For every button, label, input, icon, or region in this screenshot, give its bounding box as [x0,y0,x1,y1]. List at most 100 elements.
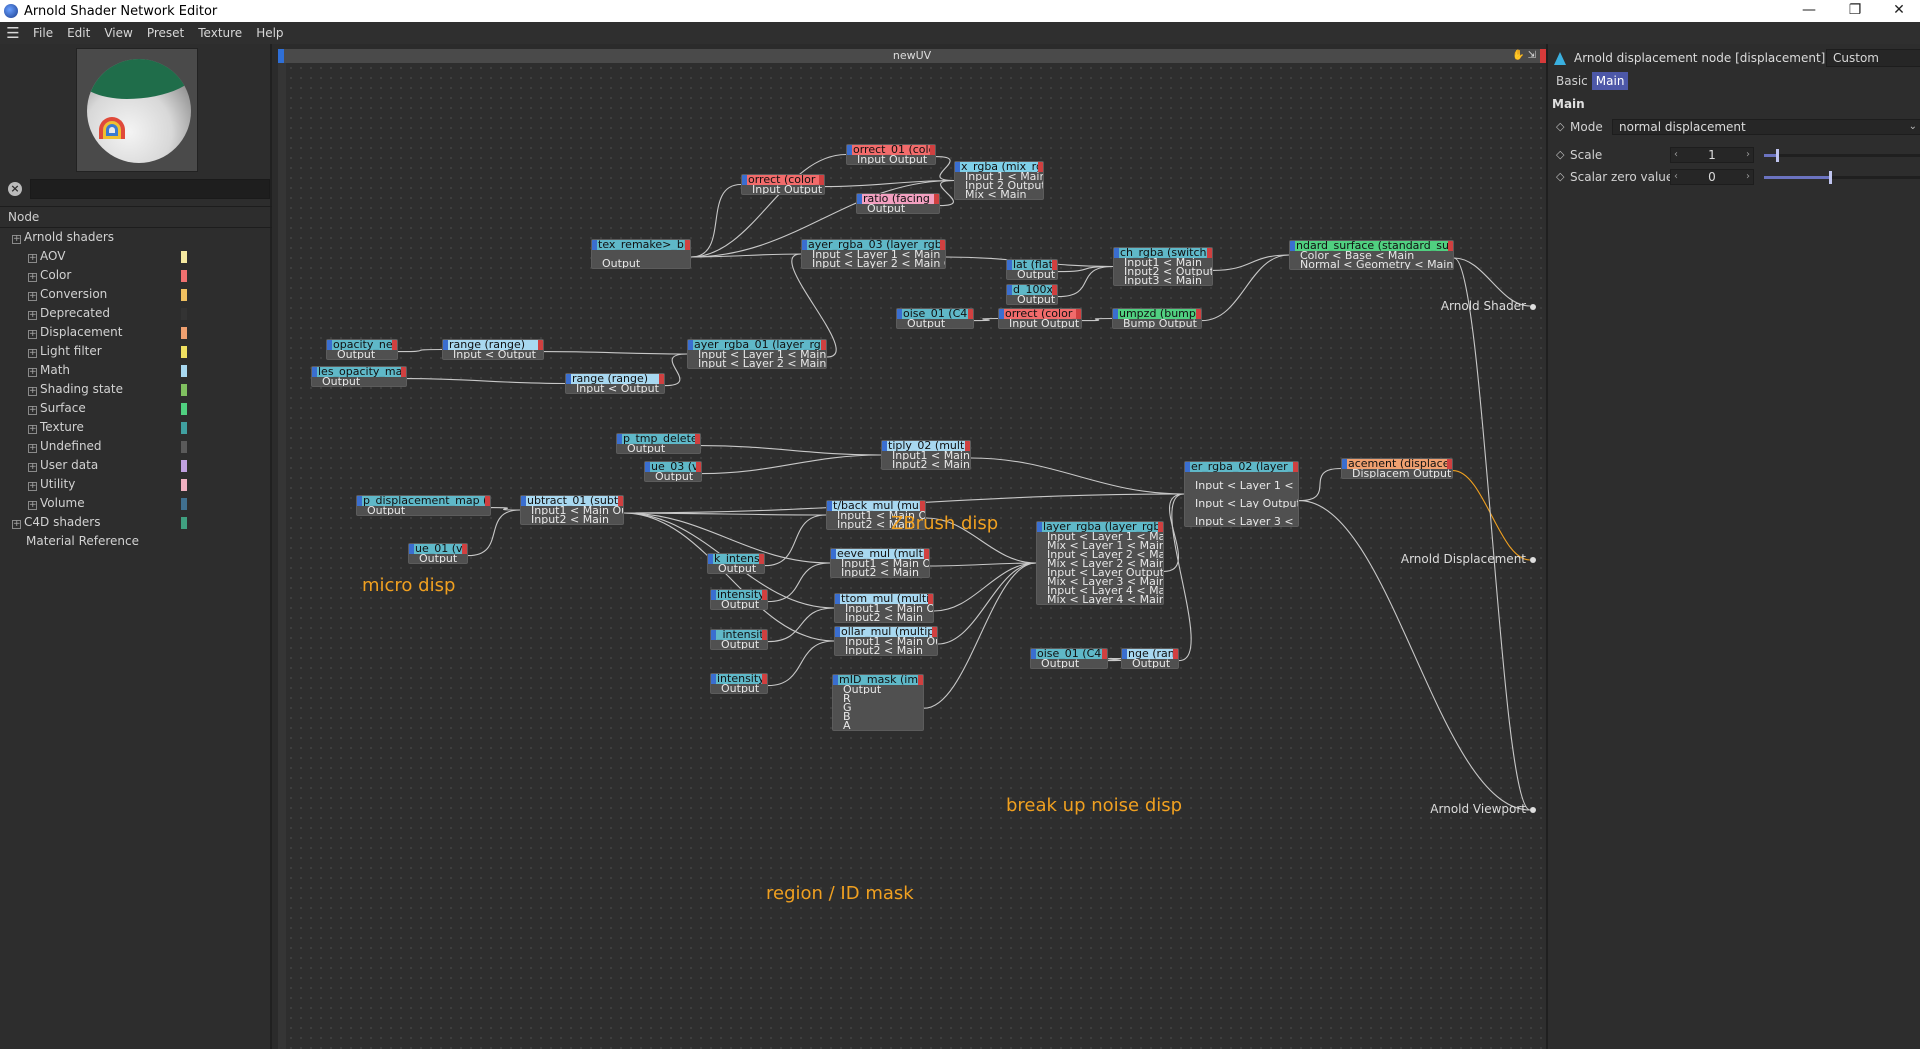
node-port[interactable]: Input < Layer 1 < Main [812,250,941,259]
node-port[interactable]: Output [721,600,760,609]
node-port[interactable]: B [843,712,851,721]
node-port[interactable]: Input3 < Main [1124,276,1202,285]
node-port[interactable] [1185,490,1298,499]
tree-item-c4d-shaders[interactable]: +C4D shaders [12,513,100,532]
tree-item-deprecated[interactable]: +Deprecated [28,304,110,323]
keyframe-diamond-icon[interactable]: ◇ [1556,120,1565,133]
expand-icon[interactable]: + [28,443,37,453]
node-port[interactable]: Normal < Geometry < Main Output [1300,260,1453,269]
node-port[interactable]: Output [721,640,760,649]
node-port[interactable]: G [843,703,852,712]
node-port[interactable]: Input1 < Main [1124,258,1202,267]
tree-item-user-data[interactable]: +User data [28,456,98,475]
node-port[interactable]: Output [718,564,757,573]
menu-view[interactable]: View [104,26,133,40]
node-port[interactable]: Input1 < Main Output [892,451,970,460]
node-port[interactable]: Output [1132,659,1171,668]
shader-node[interactable]: range (range)Input < Output [565,373,665,394]
close-button[interactable]: ✕ [1893,2,1905,18]
tree-item-light-filter[interactable]: +Light filter [28,342,102,361]
node-port[interactable]: Input < Output [453,350,536,359]
expand-icon[interactable]: + [28,291,37,301]
tree-item-aov[interactable]: +AOV [28,247,65,266]
expand-icon[interactable]: + [12,519,21,529]
menu-preset[interactable]: Preset [146,26,185,40]
node-port[interactable]: Input Output [1009,319,1080,328]
node-port[interactable]: Input < Layer 4 < Mai [1047,586,1163,595]
node-port[interactable]: Input2 < Main [531,515,609,524]
node-port[interactable]: Input1 < Main Output [837,511,925,520]
node-port[interactable]: Bump Output [1123,319,1197,328]
node-port[interactable]: Input < Layer 2 < Mai [1047,550,1163,559]
node-port[interactable]: Input Output [752,185,823,194]
tree-item-conversion[interactable]: +Conversion [28,285,107,304]
keyframe-diamond-icon[interactable]: ◇ [1556,148,1565,161]
preset-dropdown[interactable]: Custom [1826,49,1920,67]
scale-slider-thumb[interactable] [1775,149,1779,162]
decrement-icon[interactable]: ‹ [1674,149,1678,160]
expand-icon[interactable]: + [28,424,37,434]
node-port[interactable]: Output [322,377,361,386]
scalar-zero-slider[interactable] [1764,171,1920,184]
node-port[interactable]: Input < Layer 3 < M [1195,517,1298,526]
expand-icon[interactable]: + [28,462,37,472]
node-port[interactable]: Mix < Layer 4 < Main [1047,595,1163,604]
increment-icon[interactable]: › [1746,149,1750,160]
tree-item-surface[interactable]: +Surface [28,399,86,418]
shader-node[interactable]: range (range)Input < Output [442,339,544,360]
node-port[interactable]: Displacem Output [1352,469,1452,478]
node-port[interactable]: Input < Layer 1 < Mai [1047,532,1163,541]
keyframe-diamond-icon[interactable]: ◇ [1556,170,1565,183]
node-port[interactable]: Input Output [857,155,928,164]
node-port[interactable]: Mix < Layer 2 < Main [1047,559,1163,568]
menu-help[interactable]: Help [256,26,284,40]
node-port[interactable]: Output [602,259,641,268]
search-input[interactable] [30,179,270,199]
node-port[interactable]: R [843,694,851,703]
node-port[interactable]: Output [867,204,906,213]
node-port[interactable]: Output [627,444,666,453]
node-port[interactable]: Input < Lay Output [1195,499,1298,508]
tree-item-math[interactable]: +Math [28,361,70,380]
expand-icon[interactable]: + [28,329,37,339]
node-port[interactable]: Output [337,350,376,359]
tree-item-texture[interactable]: +Texture [28,418,84,437]
tree-item-arnold-shaders[interactable]: +Arnold shaders [12,228,114,247]
decrement-icon[interactable]: ‹ [1674,171,1678,182]
node-port[interactable]: A [843,721,851,730]
node-port[interactable] [1185,508,1298,517]
expand-icon[interactable]: + [28,348,37,358]
expand-icon[interactable]: + [28,272,37,282]
node-port[interactable]: Input2 < Output [1124,267,1212,276]
port-arnold-viewport[interactable]: Arnold Viewport [1416,802,1536,816]
tree-item-volume[interactable]: +Volume [28,494,85,513]
expand-icon[interactable]: + [28,367,37,377]
pan-icon[interactable]: ✋ ⇲ [1511,50,1536,61]
scale-slider[interactable] [1764,149,1920,162]
expand-icon[interactable]: + [28,310,37,320]
expand-icon[interactable]: + [28,481,37,491]
tree-item-displacement[interactable]: +Displacement [28,323,123,342]
menu-texture[interactable]: Texture [198,26,243,40]
node-port[interactable]: Input 1 < Main [965,172,1043,181]
tab-basic[interactable]: Basic [1556,74,1588,88]
shader-node[interactable]: layer_rgba (layer_rgba)Input < Layer 1 <… [1036,521,1164,605]
node-port[interactable]: Output [1017,270,1056,279]
node-port[interactable]: Input < Layer Output [1047,568,1163,577]
